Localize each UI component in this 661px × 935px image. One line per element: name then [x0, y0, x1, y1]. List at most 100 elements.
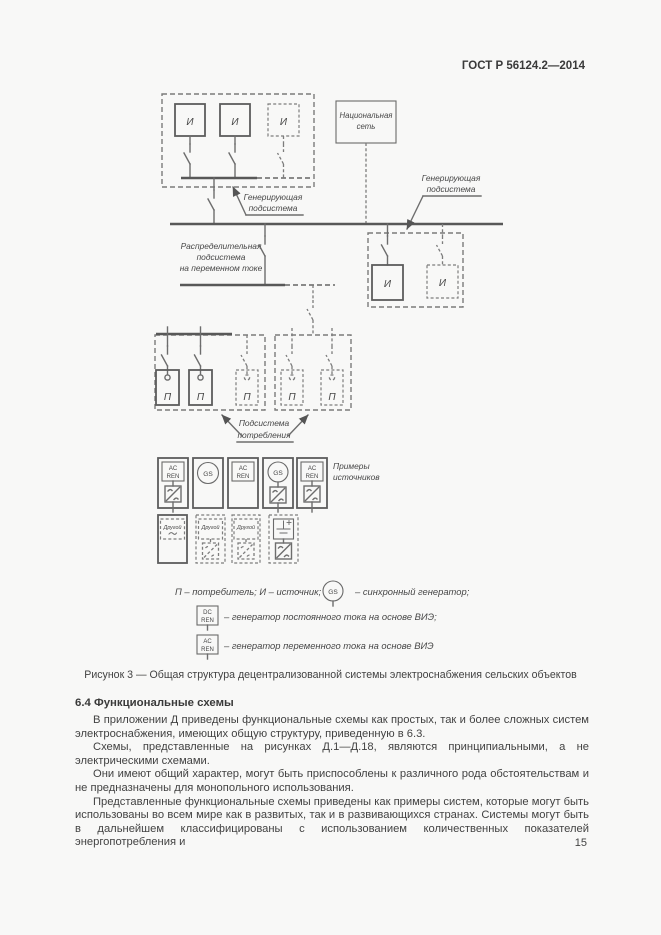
svg-text:REN: REN — [306, 474, 319, 480]
distribution-label: Распределительная подсистема на переменн… — [180, 241, 263, 273]
consumer-box-dashed — [320, 369, 344, 406]
svg-text:Генерирующая: Генерирующая — [244, 192, 303, 202]
switch-icon — [160, 326, 248, 375]
consumer-box-dashed — [280, 369, 304, 406]
svg-text:Распределительная: Распределительная — [181, 241, 262, 251]
source-label: И — [384, 279, 392, 290]
ac-wave-icon — [168, 532, 178, 535]
svg-text:на переменном токе: на переменном токе — [180, 263, 263, 273]
sources-row-1: AC REN GS AC REN GS AC REN — [157, 457, 328, 513]
svg-text:REN: REN — [237, 474, 250, 480]
svg-text:AC: AC — [239, 466, 248, 472]
consumer-label: П — [328, 392, 336, 403]
consumer-box — [155, 369, 180, 406]
gen-subsystem-2: И И — [367, 223, 464, 308]
inverter-icon — [274, 542, 293, 560]
svg-text:DC: DC — [203, 610, 212, 616]
switch-icon — [380, 223, 444, 266]
consumer-box-dashed — [235, 369, 259, 406]
svg-text:Другой: Другой — [163, 524, 182, 531]
svg-text:подсистема: подсистема — [249, 203, 298, 213]
load-terminal-icon — [328, 374, 336, 381]
inverter-icon — [164, 485, 182, 503]
source-label: И — [231, 117, 239, 128]
section-heading: 6.4 Функциональные схемы — [75, 697, 234, 709]
legend-line1-a: П – потребитель; И – источник; — [175, 586, 322, 597]
svg-text:Другой: Другой — [236, 524, 255, 531]
load-terminal-icon — [164, 374, 171, 381]
source-label: И — [439, 278, 447, 289]
svg-text:Генерирующая: Генерирующая — [422, 173, 481, 183]
doc-header: ГОСТ Р 56124.2—2014 — [461, 60, 585, 72]
switch-icon — [285, 328, 333, 374]
source-box — [371, 264, 404, 301]
svg-text:REN: REN — [201, 647, 214, 653]
svg-text:подсистема: подсистема — [427, 184, 476, 194]
legend-line3: – генератор переменного тока на основе В… — [223, 640, 434, 651]
sources-row-2: Другой Другой Другой — [157, 514, 299, 564]
svg-text:GS: GS — [203, 471, 213, 478]
svg-text:REN: REN — [167, 474, 180, 480]
source-example-box-dashed — [268, 514, 299, 564]
source-label: И — [186, 117, 194, 128]
switch-icon — [207, 177, 215, 225]
svg-text:GS: GS — [328, 589, 338, 596]
callout-gen-subsystem-left: Генерирующая подсистема — [232, 186, 304, 216]
callout-gen-subsystem-right: Генерирующая подсистема — [406, 173, 482, 230]
page-number: 15 — [574, 837, 587, 849]
load-terminal-icon — [243, 374, 251, 381]
source-example-box — [192, 457, 224, 509]
gen-subsystem-1-box — [161, 93, 315, 188]
svg-text:REN: REN — [201, 618, 214, 624]
source-box-dashed — [426, 264, 459, 299]
legend-line2: – генератор постоянного тока на основе В… — [223, 611, 437, 622]
gen-subsystem-2-box — [367, 232, 464, 308]
svg-text:AC: AC — [308, 466, 317, 472]
svg-text:Национальная: Национальная — [340, 111, 394, 120]
svg-text:AC: AC — [169, 466, 178, 472]
consumer-label: П — [243, 392, 251, 403]
svg-text:GS: GS — [273, 470, 283, 477]
svg-text:источников: источников — [333, 472, 380, 482]
consumer-box — [188, 369, 213, 406]
paragraph: Схемы, представленные на рисунках Д.1—Д.… — [75, 741, 589, 767]
paragraph: Представленные функциональные схемы прив… — [75, 795, 589, 849]
source-example-box — [157, 514, 188, 564]
figure-caption: Рисунок 3 — Общая структура децентрализо… — [84, 669, 577, 681]
figure-diagram: И И И Генерирующая подсистема Национальн… — [154, 93, 503, 660]
inverter-icon — [269, 486, 287, 504]
consumer-label: П — [288, 392, 296, 403]
source-example-box-dashed — [231, 514, 261, 564]
inverter-icon — [237, 542, 255, 560]
svg-text:подсистема: подсистема — [197, 252, 246, 262]
consumption-left-box — [154, 334, 266, 411]
national-grid: Национальная сеть — [335, 100, 397, 224]
consumption-left: П П П — [154, 326, 266, 411]
examples-label: Примеры источников — [333, 461, 380, 482]
figure-legend: П – потребитель; И – источник; GS – синх… — [175, 580, 470, 660]
svg-text:Подсистема: Подсистема — [239, 418, 290, 428]
consumption-right: П П — [274, 285, 352, 411]
svg-text:потребления: потребления — [237, 430, 291, 440]
consumption-right-box — [274, 334, 352, 411]
load-terminal-icon — [197, 374, 204, 381]
inverter-icon — [201, 542, 220, 560]
source-example-box-dashed — [195, 514, 226, 564]
body-text: В приложении Д приведены функциональные … — [75, 714, 589, 850]
legend-line1-b: – синхронный генератор; — [354, 586, 470, 597]
source-example-box — [227, 457, 259, 509]
load-terminal-icon — [288, 374, 296, 381]
consumer-label: П — [164, 392, 172, 403]
callout-consumption: Подсистема потребления — [221, 414, 309, 443]
source-label: И — [280, 117, 288, 128]
svg-text:AC: AC — [203, 639, 212, 645]
switch-icon — [183, 135, 285, 179]
generator-icon — [196, 461, 220, 485]
inverter-icon — [303, 485, 321, 503]
paragraph: В приложении Д приведены функциональные … — [75, 714, 589, 740]
svg-text:Другой: Другой — [201, 524, 220, 531]
svg-text:Примеры: Примеры — [333, 461, 370, 471]
switch-icon — [306, 285, 314, 335]
consumer-label: П — [197, 392, 205, 403]
